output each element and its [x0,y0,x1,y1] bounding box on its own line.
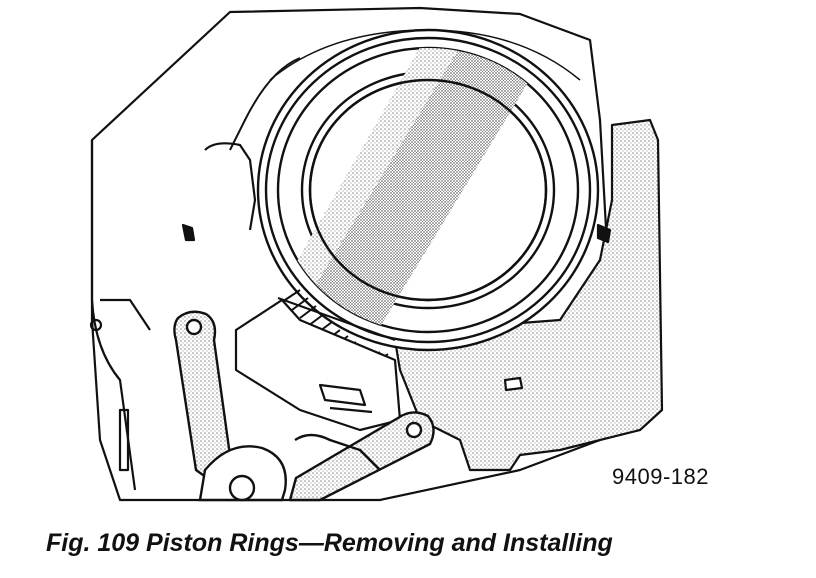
figure-caption: Fig. 109 Piston Rings—Removing and Insta… [46,529,613,557]
tool-jaws [234,298,402,432]
left-handle [173,310,234,482]
piston-ring-drawing [89,6,664,502]
pivot [198,433,381,502]
ring-expander-tool [393,118,664,472]
figure-reference-number: 9409-182 [612,464,709,489]
piston-ring-illustration [89,6,664,502]
right-handle [288,411,435,502]
